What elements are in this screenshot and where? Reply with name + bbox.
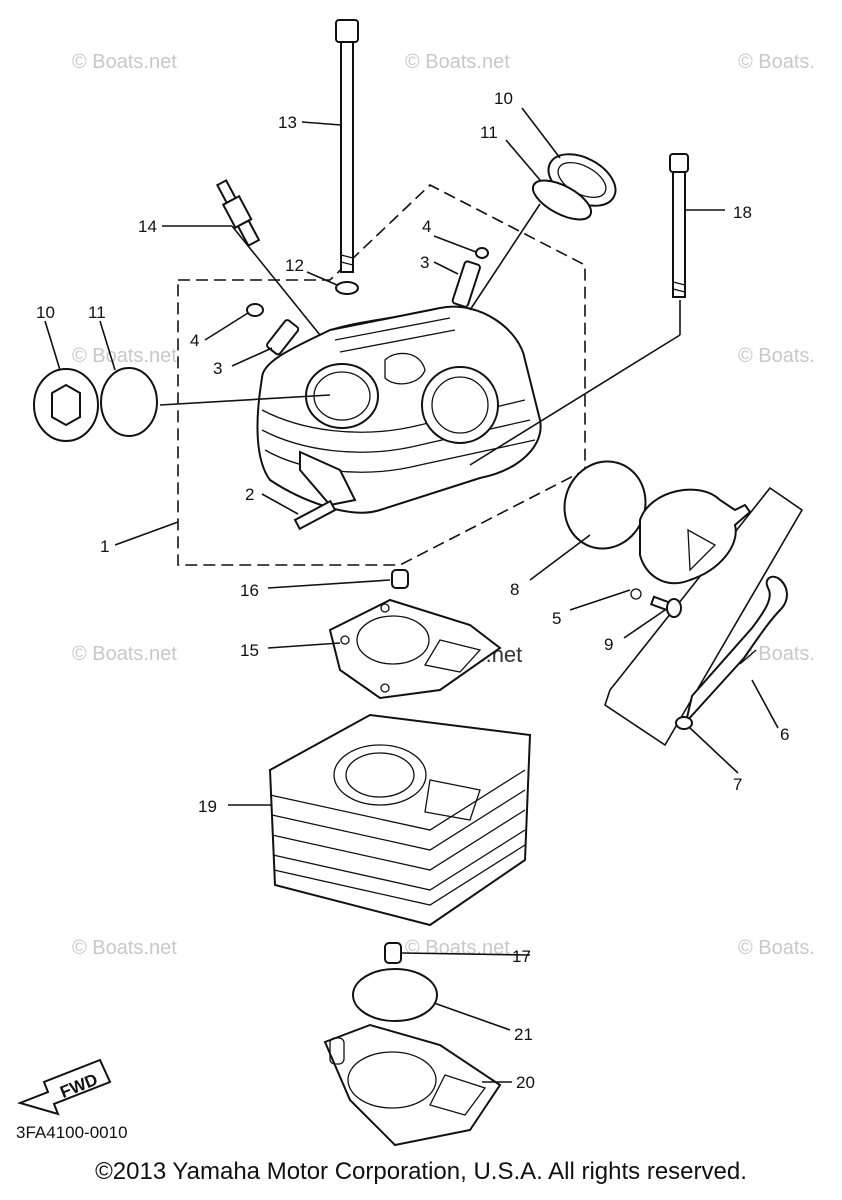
watermark: © Boats. — [738, 643, 815, 665]
watermark: © Boats.net — [72, 345, 177, 367]
watermark: © Boats.net — [72, 937, 177, 959]
callout-11: 11 — [88, 303, 106, 322]
bolt-18 — [669, 153, 689, 298]
o-ring-21 — [352, 968, 438, 1022]
callout-8: 8 — [510, 580, 519, 599]
watermark: © Boats. — [738, 51, 815, 73]
callout-1: 1 — [100, 537, 109, 556]
base-gasket-20 — [323, 1023, 502, 1147]
callout-18: 18 — [733, 203, 752, 222]
watermark: © Boats.net — [405, 937, 510, 959]
callout-5: 5 — [552, 609, 561, 628]
callout-15: 15 — [240, 641, 259, 660]
callout-9: 9 — [604, 635, 613, 654]
callout-2: 2 — [245, 485, 254, 504]
callout-3: 3 — [213, 359, 222, 378]
diagram-ref-code: 3FA4100-0010 — [16, 1123, 128, 1142]
callout-4: 4 — [190, 331, 199, 350]
callout-12: 12 — [285, 256, 304, 275]
o-ring-4-right — [475, 247, 489, 259]
o-ring-11-top — [531, 179, 593, 221]
watermark: © Boats.net — [72, 51, 177, 73]
callout-13: 13 — [278, 113, 297, 132]
callout-11: 11 — [480, 123, 498, 142]
watermark: © Boats. — [738, 937, 815, 959]
stud-2 — [293, 499, 337, 531]
guide-3-left — [266, 319, 300, 356]
callout-10: 10 — [494, 89, 513, 108]
copyright-notice: ©2013 Yamaha Motor Corporation, U.S.A. A… — [95, 1158, 747, 1185]
callout-14: 14 — [138, 217, 157, 236]
o-ring-4-left — [246, 303, 264, 317]
callout-3: 3 — [420, 253, 429, 272]
spark-plug-14 — [215, 179, 261, 248]
callout-7: 7 — [733, 775, 742, 794]
breather-assembly-outline — [604, 486, 804, 747]
callout-4: 4 — [422, 217, 431, 236]
callout-10: 10 — [36, 303, 55, 322]
watermark: © Boats.net — [72, 643, 177, 665]
screw-9 — [649, 595, 682, 618]
callouts: 13 10 11 18 14 4 3 12 10 11 4 3 2 1 16 1… — [36, 89, 789, 1092]
callout-6: 6 — [780, 725, 789, 744]
breather-cover-5 — [630, 488, 752, 600]
cylinder-19 — [268, 713, 532, 927]
callout-16: 16 — [240, 581, 259, 600]
bolt-13 — [335, 19, 359, 273]
callout-21: 21 — [514, 1025, 533, 1044]
callout-20: 20 — [516, 1073, 535, 1092]
callout-17: 17 — [512, 947, 531, 966]
fwd-arrow-icon: FWD — [16, 1058, 112, 1116]
washer-12 — [335, 281, 359, 295]
dowel-17 — [384, 942, 402, 964]
leader-lines — [44, 107, 779, 1083]
head-assembly-outline — [177, 184, 586, 566]
guide-3-right — [451, 260, 481, 308]
o-ring-11-left — [100, 367, 158, 437]
watermark: © Boats.net — [405, 51, 510, 73]
hose-6 — [684, 575, 788, 726]
valve-cover-10-left — [33, 368, 99, 442]
callout-19: 19 — [198, 797, 217, 816]
head-gasket-15 — [328, 598, 502, 700]
clamp-7 — [675, 716, 693, 730]
cylinder-head — [256, 305, 542, 514]
dowel-16 — [391, 569, 409, 589]
watermark: © Boats. — [738, 345, 815, 367]
